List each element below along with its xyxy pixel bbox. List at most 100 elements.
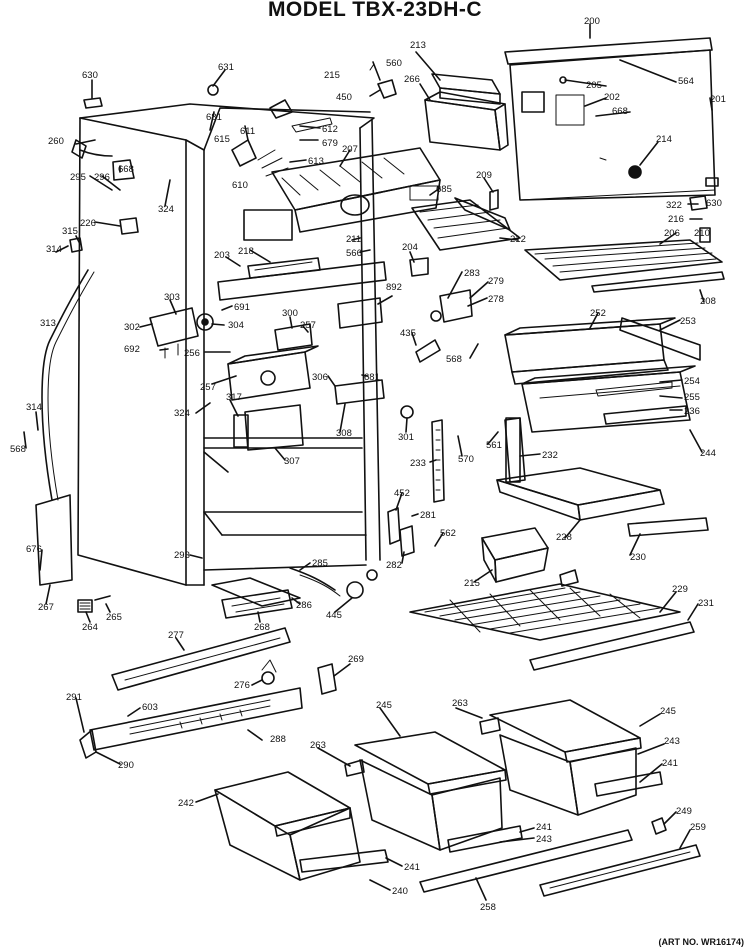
callout-labels: 630 631 215 560 213 200 450 266 205 564 … [10,16,726,913]
callout-681b: 681 [364,372,380,383]
callout-216: 216 [668,214,684,225]
callout-267: 267 [38,602,54,613]
callout-277: 277 [168,630,184,641]
callout-256: 256 [184,348,200,359]
callout-243b: 243 [536,834,552,845]
callout-610: 610 [232,180,248,191]
callout-211: 211 [346,234,361,245]
callout-263: 263 [452,698,468,709]
callout-290: 290 [118,760,134,771]
callout-264: 264 [82,622,98,633]
callout-450: 450 [336,92,352,103]
callout-259: 259 [690,822,706,833]
toe-grille-288 [79,687,303,759]
callout-278: 278 [488,294,504,305]
callout-611: 611 [240,126,255,137]
callout-630b: 630 [706,198,722,209]
callout-228: 228 [556,532,572,543]
callout-260: 260 [48,136,64,147]
callout-241c: 241 [404,862,420,873]
callout-207: 207 [342,144,358,155]
callout-681: 681 [206,112,222,123]
callout-562: 562 [440,528,456,539]
callout-205: 205 [586,80,602,91]
callout-282: 282 [386,560,402,571]
callout-668b: 668 [118,164,134,175]
callout-210: 210 [694,228,710,239]
callout-245: 245 [376,700,392,711]
callout-226: 226 [80,218,96,229]
freezer-shelf-212 [411,197,521,251]
callout-668: 668 [612,106,628,117]
callout-230: 230 [630,552,646,563]
bottom-hardware [77,567,378,619]
callout-306: 306 [312,372,328,383]
callout-315: 315 [62,226,78,237]
callout-303: 303 [164,292,180,303]
rail-232 [387,417,521,557]
callout-435: 435 [400,328,416,339]
callout-263b: 263 [310,740,326,751]
callout-276: 276 [234,680,250,691]
ice-maker-207 [243,147,441,241]
callout-291: 291 [66,692,82,703]
callout-324b: 324 [174,408,190,419]
cabinet-drawing [77,103,381,586]
callout-209: 209 [476,170,492,181]
callout-324: 324 [158,204,174,215]
callout-452: 452 [394,488,410,499]
callout-206: 206 [664,228,680,239]
callout-568: 568 [446,354,462,365]
callout-241b: 241 [536,822,552,833]
callout-218: 218 [238,246,254,257]
callout-240: 240 [392,886,408,897]
small-parts [69,63,719,363]
callout-212: 212 [510,234,526,245]
callout-679: 679 [322,138,338,149]
callout-322: 322 [666,200,682,211]
callout-229: 229 [672,584,688,595]
callout-249: 249 [676,806,692,817]
callout-279: 279 [488,276,504,287]
callout-613: 613 [308,156,324,167]
callout-631: 631 [218,62,234,73]
callout-245b: 245 [660,706,676,717]
callout-570: 570 [458,454,474,465]
callout-286: 286 [296,600,312,611]
callout-892: 892 [386,282,402,293]
callout-242: 242 [178,798,194,809]
callout-232: 232 [542,450,558,461]
callout-603: 603 [142,702,158,713]
callout-314: 314 [46,244,62,255]
drawer-245b [479,699,663,816]
drawer-242 [214,771,389,881]
callout-676: 676 [26,544,42,555]
callout-201: 201 [710,94,726,105]
callout-300: 300 [282,308,298,319]
callout-203: 203 [214,250,230,261]
callout-302: 302 [124,322,140,333]
rail-203 [217,257,387,301]
callout-692: 692 [124,344,140,355]
ice-bucket-266 [424,73,509,151]
callout-295: 295 [70,172,86,183]
callout-293: 293 [174,550,190,561]
callout-685: 685 [436,184,452,195]
callout-283: 283 [464,268,480,279]
callout-202: 202 [604,92,620,103]
callout-296: 296 [94,172,110,183]
tray-215 [481,527,549,583]
shelf-229 [409,569,695,671]
callout-204: 204 [402,242,418,253]
callout-255: 255 [684,392,700,403]
callout-208: 208 [700,296,716,307]
callout-268: 268 [254,622,270,633]
callout-266: 266 [404,74,420,85]
callout-568b: 568 [10,444,26,455]
callout-243: 243 [664,736,680,747]
callout-233: 233 [410,458,426,469]
callout-314b: 314 [26,402,42,413]
callout-308: 308 [336,428,352,439]
grille-277 [111,627,337,695]
